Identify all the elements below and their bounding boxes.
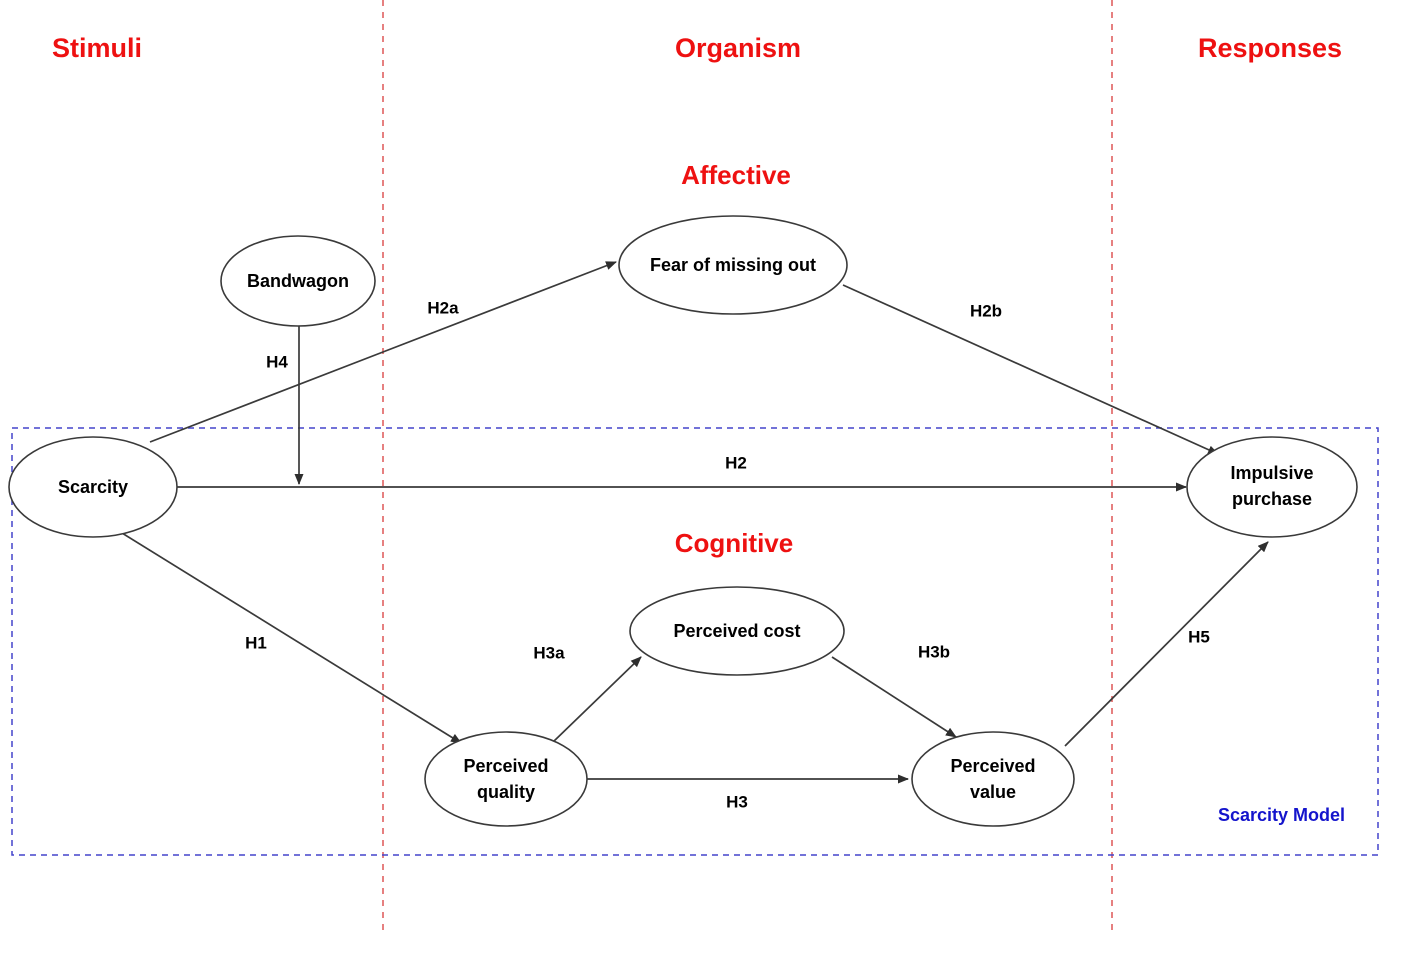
- edge-label-h4: H4: [266, 352, 288, 371]
- node-bandwagon[interactable]: Bandwagon: [220, 235, 376, 327]
- edge-label-h2a: H2a: [427, 298, 459, 317]
- edge-label-h3a: H3a: [533, 643, 565, 662]
- node-perceived-quality-label-line1: Perceived: [463, 756, 548, 776]
- edge-h2a-line: [149, 261, 617, 443]
- node-bandwagon-label: Bandwagon: [247, 271, 349, 291]
- node-perceived-cost-label: Perceived cost: [673, 621, 800, 641]
- edge-label-h3b: H3b: [918, 642, 950, 661]
- edge-label-h2b: H2b: [970, 301, 1002, 320]
- edge-label-h1: H1: [245, 633, 267, 652]
- section-header-responses: Responses: [1198, 33, 1342, 63]
- node-perceived-value-label-line1: Perceived: [950, 756, 1035, 776]
- subsection-header-cognitive: Cognitive: [675, 528, 793, 558]
- node-impulsive-purchase-label-line2: purchase: [1232, 489, 1312, 509]
- node-perceived-quality-label-line2: quality: [477, 782, 535, 802]
- edge-h3a-line: [551, 656, 642, 744]
- node-perceived-value-ellipse[interactable]: [911, 731, 1075, 827]
- section-header-stimuli: Stimuli: [52, 33, 142, 63]
- node-impulsive-purchase-label-line1: Impulsive: [1230, 463, 1313, 483]
- node-perceived-quality[interactable]: Perceived quality: [424, 731, 588, 827]
- node-impulsive-purchase[interactable]: Impulsive purchase: [1186, 436, 1358, 538]
- scarcity-model-box: [11, 427, 1379, 856]
- node-scarcity-label: Scarcity: [58, 477, 128, 497]
- node-fear-of-missing-out[interactable]: Fear of missing out: [618, 215, 848, 315]
- section-header-organism: Organism: [675, 33, 801, 63]
- node-fear-of-missing-out-ellipse[interactable]: [618, 215, 848, 315]
- node-fear-of-missing-out-label: Fear of missing out: [650, 255, 816, 275]
- node-impulsive-purchase-ellipse[interactable]: [1186, 436, 1358, 538]
- node-perceived-quality-ellipse[interactable]: [424, 731, 588, 827]
- node-perceived-cost[interactable]: Perceived cost: [629, 586, 845, 676]
- edge-label-h2: H2: [725, 453, 747, 472]
- node-perceived-cost-ellipse[interactable]: [629, 586, 845, 676]
- node-scarcity-ellipse[interactable]: [8, 436, 178, 538]
- node-scarcity[interactable]: Scarcity: [8, 436, 178, 538]
- subsection-header-affective: Affective: [681, 160, 791, 190]
- scarcity-model-box-label: Scarcity Model: [1218, 805, 1345, 825]
- edge-label-h3: H3: [726, 792, 748, 811]
- edge-h2b-line: [842, 284, 1219, 455]
- node-perceived-value[interactable]: Perceived value: [911, 731, 1075, 827]
- edge-h5-line: [1064, 541, 1269, 747]
- edge-h1-line: [121, 532, 462, 744]
- node-bandwagon-ellipse[interactable]: [220, 235, 376, 327]
- edge-h3b-line: [831, 656, 957, 738]
- node-perceived-value-label-line2: value: [970, 782, 1016, 802]
- edge-label-h5: H5: [1188, 627, 1210, 646]
